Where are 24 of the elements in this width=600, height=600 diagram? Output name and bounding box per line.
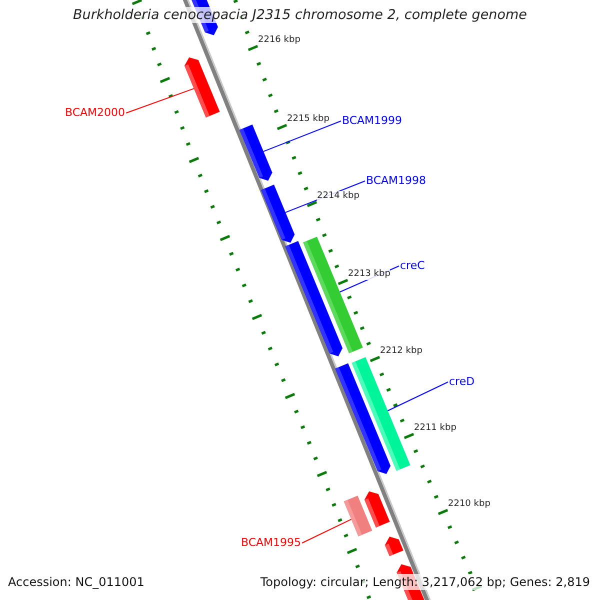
- scale-label: 2216 kbp: [258, 35, 300, 46]
- accession-text: Accession: NC_011001: [6, 574, 146, 590]
- gene-feature: [261, 184, 295, 243]
- leader-line: [126, 88, 194, 114]
- genome-summary-text: Topology: circular; Length: 3,217,062 bp; Genes: 2,819: [258, 574, 592, 590]
- gene-label: BCAM1998: [366, 174, 426, 188]
- scale-label: 2213 kbp: [348, 269, 390, 280]
- gene-label: BCAM1999: [342, 114, 402, 128]
- gene-label: BCAM2000: [65, 106, 126, 120]
- leader-line: [263, 120, 342, 152]
- gene-feature: [384, 536, 404, 556]
- gene-feature: [239, 124, 272, 181]
- gene-feature: [352, 357, 410, 471]
- scale-label: 2210 kbp: [448, 499, 490, 510]
- leader-line: [387, 382, 448, 412]
- scale-label: 2214 kbp: [317, 191, 360, 202]
- gene-label: creC: [400, 259, 425, 273]
- scale-label: 2211 kbp: [414, 423, 456, 434]
- gene-feature: [184, 57, 220, 118]
- scale-label: 2215 kbp: [287, 114, 330, 125]
- scale-label: 2212 kbp: [380, 346, 422, 357]
- gene-label: BCAM1995: [241, 536, 302, 550]
- gene-label: creD: [449, 375, 475, 389]
- gene-feature: [364, 491, 390, 528]
